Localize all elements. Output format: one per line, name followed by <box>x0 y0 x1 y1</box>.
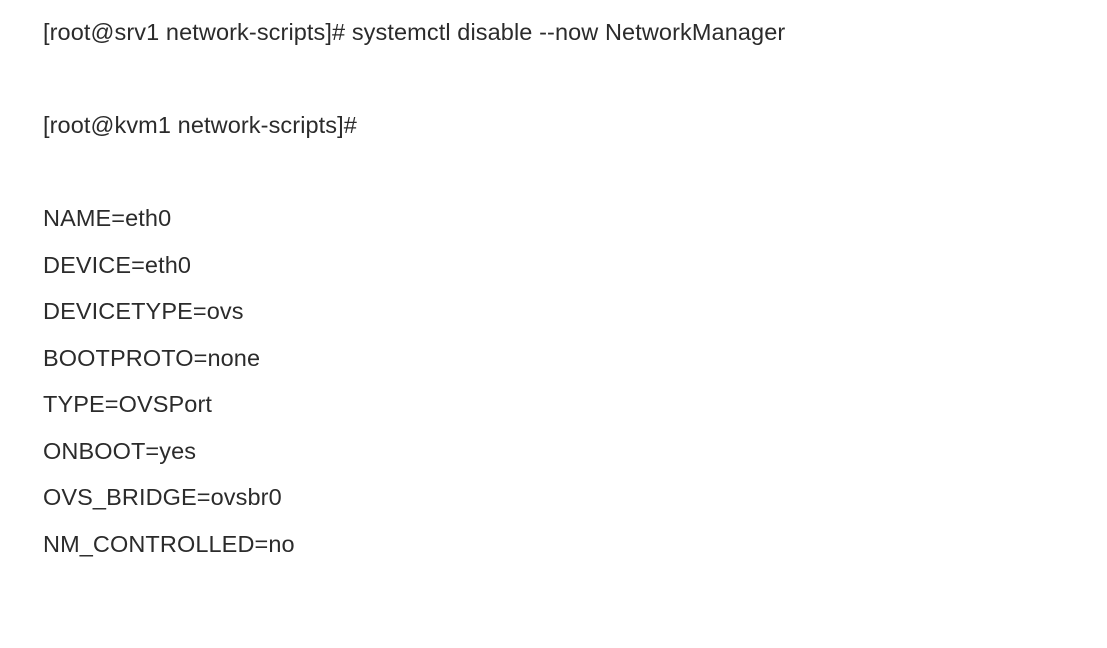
command-prompt-line-srv1: [root@srv1 network-scripts]# systemctl d… <box>43 19 786 45</box>
config-line-nm-controlled: NM_CONTROLLED=no <box>43 530 295 557</box>
command-prompt-line-kvm1: [root@kvm1 network-scripts]# <box>43 112 357 138</box>
config-line-device: DEVICE=eth0 <box>43 251 192 278</box>
config-line-type: TYPE=OVSPort <box>43 391 213 417</box>
output-gap-2 <box>43 149 1107 196</box>
config-line-onboot: ONBOOT=yes <box>43 437 197 464</box>
ifcfg-config-block: NAME=eth0 DEVICE=eth0 DEVICETYPE=ovs BOO… <box>43 195 1107 567</box>
config-line-bootproto: BOOTPROTO=none <box>43 344 261 371</box>
output-gap-1 <box>43 56 1107 103</box>
config-line-ovs-bridge: OVS_BRIDGE=ovsbr0 <box>43 484 282 510</box>
config-line-devicetype: DEVICETYPE=ovs <box>43 298 244 324</box>
terminal-text-stream: [root@srv1 network-scripts]# systemctl d… <box>43 9 1107 567</box>
config-line-name: NAME=eth0 <box>43 205 172 231</box>
